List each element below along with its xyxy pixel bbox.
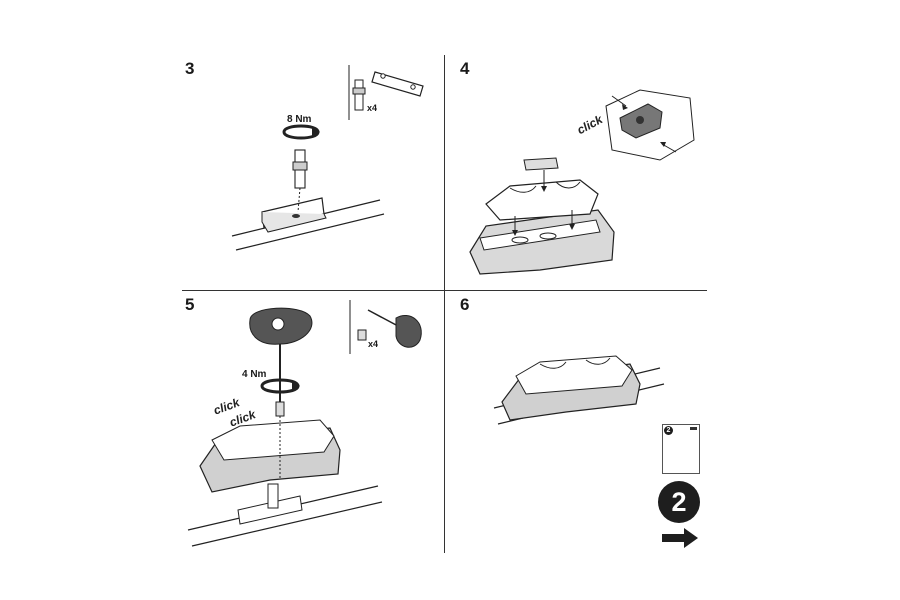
next-booklet-badge: 2 [658,481,700,523]
step-3-quantity-label: x4 [367,103,378,113]
step-number-6: 6 [460,295,470,314]
step-5-panel: 4 Nm x4 click click [0,0,444,600]
booklet-logo [690,427,697,430]
step-4-illustration [469,89,695,275]
right-arrow-icon [662,528,698,548]
instruction-booklet-icon: 2 [662,424,700,474]
step-5-quantity-label: x4 [368,339,379,349]
step-number-4: 4 [460,59,470,78]
step-number-3: 3 [185,59,195,78]
vertical-divider [444,55,445,553]
step-3-panel: 8 Nm x4 [0,0,444,290]
step-3-torque-label: 8 Nm [287,114,312,125]
step-4-panel: click [0,0,900,290]
booklet-number: 2 [664,426,673,435]
step-5-torque-label: 4 Nm [242,369,267,380]
step-number-5: 5 [185,295,195,314]
step-5-illustration [187,300,422,547]
horizontal-divider [182,290,707,291]
step-3-illustration [231,65,424,251]
